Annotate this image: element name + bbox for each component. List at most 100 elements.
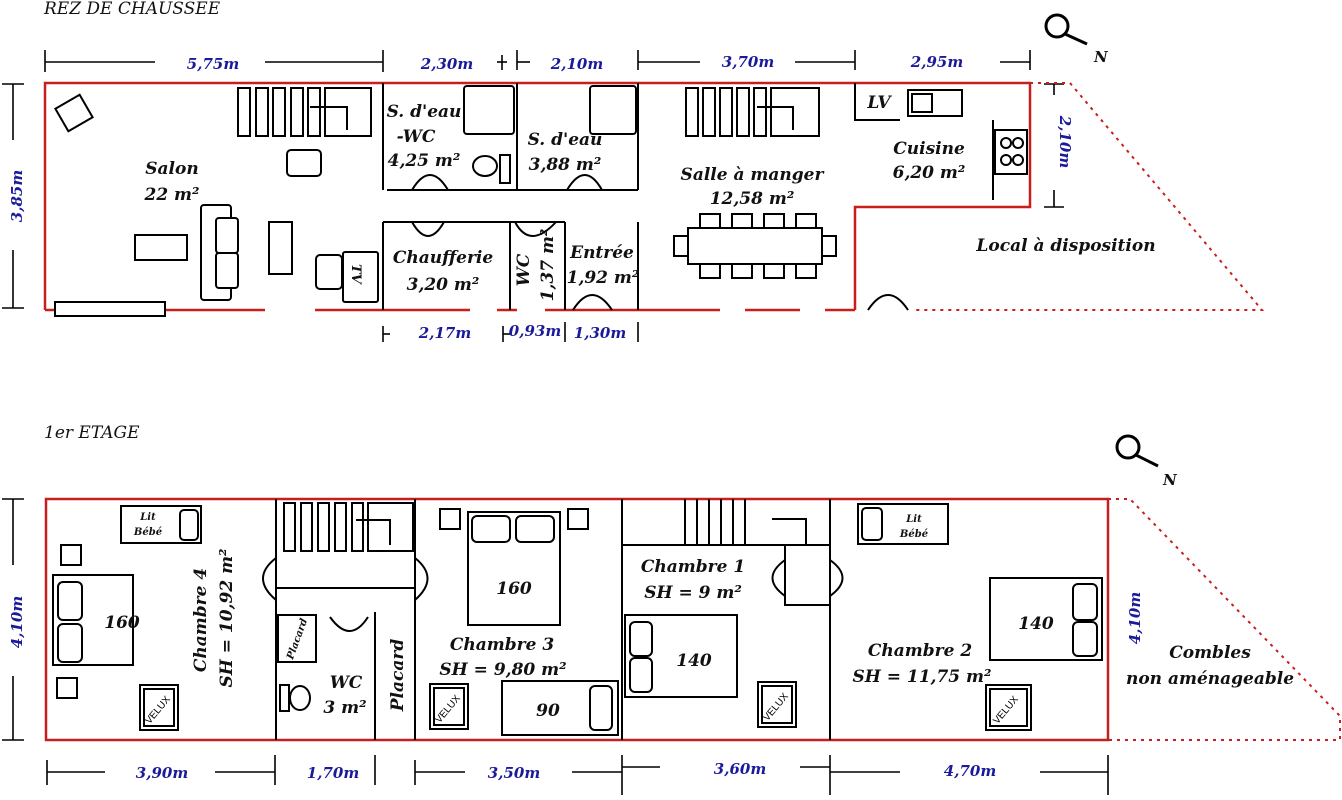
- svg-text:SH = 11,75 m²: SH = 11,75 m²: [852, 667, 991, 687]
- svg-text:3,88 m²: 3,88 m²: [529, 155, 602, 175]
- staircase: [237, 87, 372, 137]
- interior-walls: [382, 83, 994, 310]
- svg-text:140: 140: [676, 651, 712, 671]
- svg-text:4,25 m²: 4,25 m²: [388, 151, 461, 171]
- placard-small: Placard: [277, 614, 317, 663]
- svg-text:3,85m: 3,85m: [8, 170, 26, 222]
- dimension-right: 2,10m: [1044, 83, 1074, 208]
- dimension-left: 4,10m: [2, 498, 26, 741]
- first-floor-title: 1er ETAGE: [44, 423, 140, 443]
- svg-text:1,70m: 1,70m: [307, 764, 359, 782]
- svg-text:-WC: -WC: [397, 127, 436, 147]
- tv-unit: TV: [342, 251, 379, 303]
- svg-text:Bébé: Bébé: [899, 529, 928, 540]
- shower-icon: [463, 85, 637, 135]
- svg-text:SH = 9 m²: SH = 9 m²: [644, 583, 742, 603]
- svg-text:3,50m: 3,50m: [488, 764, 540, 782]
- svg-text:2,30m: 2,30m: [420, 55, 473, 73]
- baby-bed: Lit Bébé Lit Bébé: [120, 503, 949, 545]
- svg-text:Lit: Lit: [905, 514, 922, 525]
- svg-text:S. d'eau: S. d'eau: [528, 130, 603, 150]
- svg-text:140: 140: [1018, 614, 1054, 634]
- velux-window-icon: VELUX VELUX VELUX VELUX: [139, 681, 1032, 731]
- svg-text:3,20 m²: 3,20 m²: [407, 275, 480, 295]
- sink-icon: [907, 89, 963, 117]
- svg-text:3,60m: 3,60m: [714, 760, 766, 778]
- svg-text:Cuisine: Cuisine: [893, 139, 965, 159]
- armchair-icon: [54, 93, 343, 290]
- ground-floor-title: REZ DE CHAUSSEE: [43, 0, 221, 19]
- svg-text:Chambre 3: Chambre 3: [450, 635, 554, 655]
- dimension-top: 5,75m 2,30m 2,10m 3,70m 2,95m: [44, 50, 1031, 73]
- svg-text:WC: WC: [514, 253, 534, 286]
- svg-text:Lit: Lit: [139, 512, 156, 523]
- first-floor: 1er ETAGE N 4,10m 4,10m 3,90m 1,70m 3,50…: [2, 423, 1341, 795]
- toilet-icon: [279, 684, 311, 712]
- svg-text:SH = 10,92 m²: SH = 10,92 m²: [217, 548, 237, 687]
- stove-icon: [994, 129, 1028, 175]
- toilet-icon: [472, 154, 511, 184]
- svg-text:2,95m: 2,95m: [910, 53, 963, 71]
- bed-140-ch2: 140: [989, 577, 1103, 661]
- room-labels: Chambre 4 SH = 10,92 m² Chambre 3 SH = 9…: [191, 548, 1294, 718]
- bed-140-ch1: 140: [624, 614, 738, 698]
- north-compass-icon: N: [1115, 434, 1178, 489]
- coffee-table: [134, 234, 188, 261]
- dimension-bottom: 3,90m 1,70m 3,50m 3,60m 4,70m: [46, 755, 1109, 795]
- svg-text:0,93m: 0,93m: [509, 322, 561, 340]
- svg-text:90: 90: [536, 701, 560, 721]
- svg-text:Chambre 4: Chambre 4: [191, 568, 211, 672]
- sofa-icon: [200, 204, 239, 301]
- bed-90-ch3: 90: [501, 680, 619, 736]
- svg-text:6,20 m²: 6,20 m²: [893, 163, 966, 183]
- svg-text:3,70m: 3,70m: [722, 53, 774, 71]
- staircase-dining: [685, 87, 820, 137]
- svg-text:160: 160: [496, 579, 532, 599]
- svg-text:Local à disposition: Local à disposition: [975, 236, 1155, 256]
- door-icon: [262, 557, 844, 632]
- bed-160-ch3: 160: [467, 511, 561, 626]
- svg-text:4,10m: 4,10m: [8, 596, 26, 648]
- svg-text:LV: LV: [866, 93, 892, 113]
- svg-text:1,92 m²: 1,92 m²: [567, 268, 640, 288]
- svg-text:1,30m: 1,30m: [574, 324, 626, 342]
- svg-text:N: N: [1093, 48, 1109, 66]
- svg-text:4,10m: 4,10m: [1126, 592, 1144, 644]
- svg-text:22 m²: 22 m²: [143, 185, 199, 205]
- svg-text:Chaufferie: Chaufferie: [393, 248, 494, 268]
- svg-text:2,10m: 2,10m: [1056, 115, 1074, 168]
- svg-text:Combles: Combles: [1169, 643, 1251, 663]
- svg-text:Salle à manger: Salle à manger: [681, 165, 825, 185]
- fireplace: [54, 301, 166, 317]
- side-table: [268, 221, 293, 275]
- exterior-walls: [44, 497, 1341, 742]
- svg-text:Chambre 2: Chambre 2: [868, 641, 972, 661]
- svg-text:2,10m: 2,10m: [550, 55, 603, 73]
- svg-text:4,70m: 4,70m: [944, 762, 996, 780]
- svg-text:160: 160: [104, 613, 140, 633]
- svg-text:3,90m: 3,90m: [136, 764, 188, 782]
- svg-text:Entrée: Entrée: [569, 243, 634, 263]
- dining-table: [673, 213, 837, 279]
- svg-text:Chambre 1: Chambre 1: [641, 557, 745, 577]
- svg-text:non aménageable: non aménageable: [1126, 669, 1294, 689]
- north-compass-icon: N: [1044, 13, 1109, 66]
- svg-text:WC: WC: [330, 673, 363, 693]
- dimension-right: 4,10m: [1126, 592, 1144, 644]
- svg-text:Salon: Salon: [145, 159, 198, 179]
- svg-text:SH = 9,80 m²: SH = 9,80 m²: [439, 660, 566, 680]
- svg-text:1,37 m²: 1,37 m²: [538, 229, 558, 302]
- svg-text:Bébé: Bébé: [133, 527, 162, 538]
- staircase: [283, 499, 831, 606]
- dimension-bottom: 2,17m 0,93m 1,30m: [382, 322, 639, 342]
- bed-160-ch4: 160: [52, 574, 140, 666]
- ground-floor: REZ DE CHAUSSEE N 5,75m 2,30m 2,10m 3,70…: [2, 0, 1265, 342]
- svg-text:2,17m: 2,17m: [418, 324, 471, 342]
- svg-text:12,58 m²: 12,58 m²: [710, 189, 795, 209]
- nightstand: [56, 508, 589, 699]
- dimension-left: 3,85m: [2, 83, 26, 309]
- svg-text:N: N: [1162, 471, 1178, 489]
- svg-text:5,75m: 5,75m: [187, 55, 239, 73]
- room-labels: Salon 22 m² S. d'eau -WC 4,25 m² S. d'ea…: [143, 93, 1155, 301]
